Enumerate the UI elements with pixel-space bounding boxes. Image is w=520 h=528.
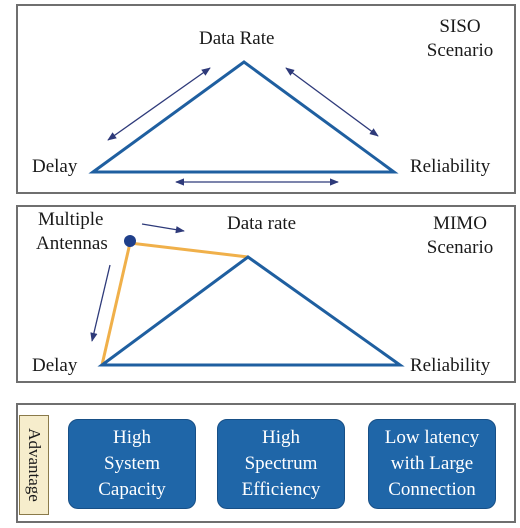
advantage-panel: Advantage High System Capacity High Spec… [16, 403, 516, 523]
advantage-box-line: Low latency [384, 427, 480, 448]
mimo-triangle [97, 255, 405, 367]
advantage-box-line: Capacity [98, 479, 166, 500]
mimo-delay-label: Delay [32, 355, 78, 376]
multiple-antennas-label-line2: Antennas [36, 233, 108, 254]
mimo-arrow-right [141, 223, 185, 234]
advantage-box-capacity: High System Capacity [68, 419, 196, 509]
advantage-box-line: Efficiency [241, 479, 321, 500]
antenna-node [124, 235, 136, 247]
advantage-tag: Advantage [19, 415, 49, 515]
siso-triangle [88, 60, 399, 174]
advantage-box-line: Spectrum [244, 453, 318, 474]
mimo-diagram [90, 223, 405, 367]
mimo-antenna-path [100, 241, 249, 366]
advantage-box-spectrum: High Spectrum Efficiency [217, 419, 345, 509]
siso-delay-label: Delay [32, 156, 78, 177]
mimo-scenario-title-line1: MIMO [433, 213, 487, 234]
advantage-box-line: High [113, 427, 151, 448]
siso-arrow-datarate-reliability [285, 67, 379, 137]
advantage-box-line: High [262, 427, 300, 448]
siso-scenario-title-line2: Scenario [426, 40, 494, 61]
siso-reliability-label: Reliability [410, 156, 491, 177]
siso-data-rate-label: Data Rate [199, 28, 275, 49]
mimo-panel: Multiple Antennas Data rate Delay Reliab… [16, 205, 516, 383]
siso-panel: Data Rate Delay Reliability SISO Scenari… [16, 4, 516, 194]
siso-diagram [88, 60, 399, 186]
advantage-box-line: Connection [388, 479, 476, 500]
mimo-scenario-title-line2: Scenario [426, 237, 494, 258]
advantage-tag-label: Advantage [25, 428, 44, 502]
siso-scenario-title-line1: SISO [439, 16, 481, 37]
advantage-box-line: System [104, 453, 160, 474]
mimo-reliability-label: Reliability [410, 355, 491, 376]
mimo-arrow-down [90, 264, 111, 342]
mimo-data-rate-label: Data rate [227, 213, 297, 234]
siso-arrow-delay-datarate [107, 67, 211, 141]
multiple-antennas-label-line1: Multiple [38, 209, 104, 230]
advantage-box-line: with Large [390, 453, 474, 474]
advantage-box-latency: Low latency with Large Connection [368, 419, 496, 509]
